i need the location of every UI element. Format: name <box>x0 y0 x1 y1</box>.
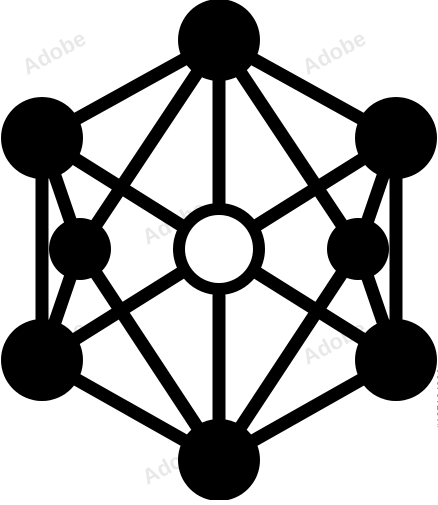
center-hole <box>185 215 253 283</box>
atom-lower-right <box>355 319 437 401</box>
atom-mid-right <box>327 218 389 280</box>
bond-top-midleft <box>73 33 226 256</box>
atom-top <box>178 0 260 81</box>
center-atom <box>173 203 265 295</box>
atom-bottom <box>178 419 260 501</box>
atom-lower-left <box>1 319 83 401</box>
atom-upper-left <box>1 97 83 179</box>
bond-bottom-midright <box>212 242 365 467</box>
atom-mid-left <box>49 218 111 280</box>
atom-upper-right <box>355 97 437 179</box>
bond-bottom-midleft <box>73 242 226 467</box>
bond-top-midright <box>212 33 365 256</box>
